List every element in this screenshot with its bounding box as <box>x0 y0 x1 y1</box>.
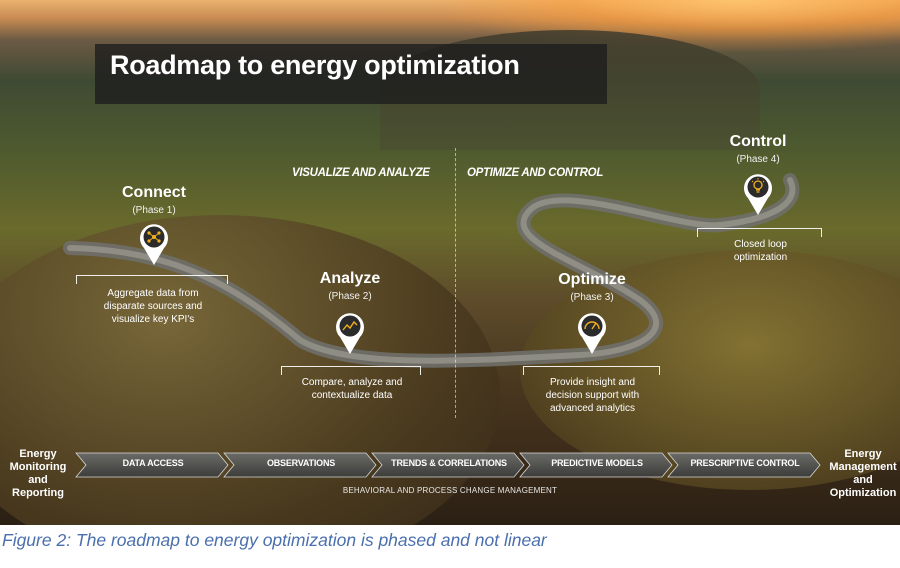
phase-3-number: (Phase 3) <box>570 292 614 303</box>
phase-2-description: Compare, analyze and contextualize data <box>301 377 403 401</box>
step-observations: OBSERVATIONS <box>266 458 336 468</box>
phase-2-number: (Phase 2) <box>328 291 372 302</box>
network-nodes-icon <box>140 224 168 265</box>
step-prescriptive-control: PRESCRIPTIVE CONTROL <box>690 458 800 468</box>
section-divider <box>455 148 456 418</box>
phase-3-description: Provide insight and decision support wit… <box>545 377 640 414</box>
section-label-visualize: VISUALIZE AND ANALYZE <box>292 167 430 179</box>
right-hill <box>520 250 900 490</box>
phase-1-number: (Phase 1) <box>132 205 176 216</box>
end-label: Energy Management and Optimization <box>829 448 897 499</box>
phase-1-bracket <box>76 275 228 284</box>
lightbulb-icon <box>744 174 772 215</box>
phase-1-name: Connect <box>122 184 186 201</box>
phase-4-number: (Phase 4) <box>736 154 780 165</box>
step-predictive-models: PREDICTIVE MODELS <box>551 458 643 468</box>
phase-3-name: Optimize <box>558 271 626 288</box>
gauge-icon <box>578 313 606 354</box>
step-trends-correlations: TRENDS & CORRELATIONS <box>391 458 507 468</box>
figure-caption: Figure 2: The roadmap to energy optimiza… <box>2 530 547 550</box>
phase-2-name: Analyze <box>319 270 381 287</box>
process-chevrons <box>75 452 821 478</box>
line-chart-icon <box>336 313 364 354</box>
start-label: Energy Monitoring and Reporting <box>9 448 67 499</box>
phase-3-bracket <box>523 366 660 375</box>
phase-2-bracket <box>281 366 421 375</box>
title-panel <box>95 44 607 104</box>
winding-road <box>63 173 800 368</box>
phase-4-name: Control <box>729 133 787 150</box>
step-data-access: DATA ACCESS <box>122 458 184 468</box>
phase-4-bracket <box>697 228 822 237</box>
section-label-optimize: OPTIMIZE AND CONTROL <box>467 167 604 179</box>
phase-4-description: Closed loop optimization <box>733 239 788 263</box>
change-management-label: BEHAVIORAL AND PROCESS CHANGE MANAGEMENT <box>342 486 558 495</box>
page-title: Roadmap to energy optimization <box>110 50 520 80</box>
phase-1-description: Aggregate data from disparate sources an… <box>103 288 203 325</box>
